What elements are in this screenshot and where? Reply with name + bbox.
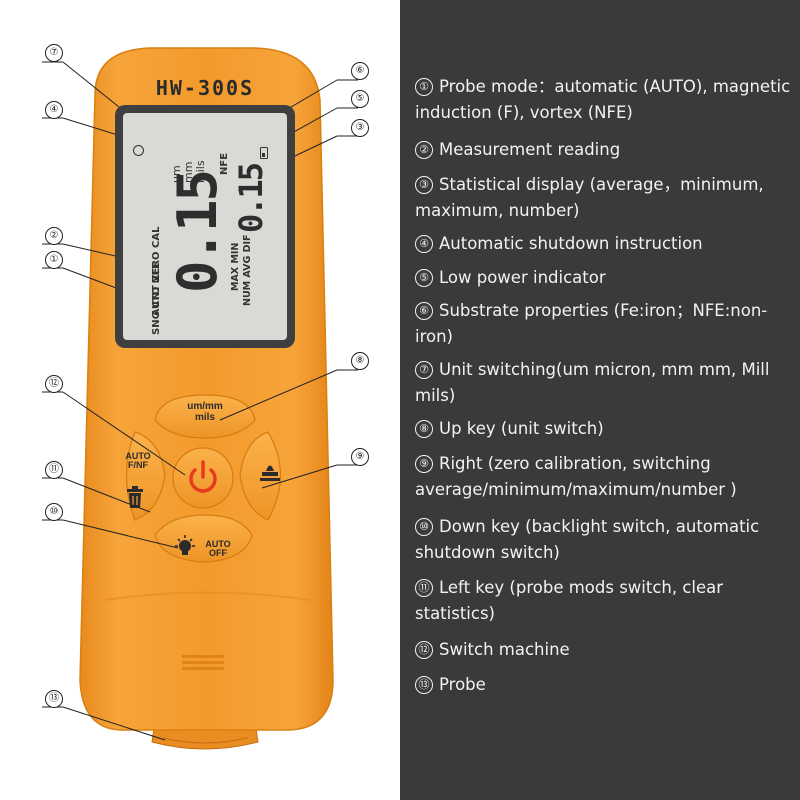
callout-11: ⑪ — [45, 461, 63, 479]
lcd-screen: SNG CNT ZERO CAL um mm mils NFE 0.15 0.1… — [115, 105, 295, 348]
callout-8: ⑧ — [351, 352, 369, 370]
auto-shutdown-icon — [133, 145, 144, 156]
trash-icon — [127, 486, 143, 508]
right-button — [239, 431, 282, 521]
callout-12: ⑫ — [45, 375, 63, 393]
model-label: HW-300S — [155, 76, 255, 100]
backlight-icon — [175, 535, 195, 555]
callout-4: ④ — [45, 101, 63, 119]
down-button — [154, 514, 253, 563]
callout-13: ⑬ — [45, 690, 63, 708]
up-button-label[interactable]: um/mm mils — [187, 401, 223, 423]
callout-5: ⑤ — [351, 90, 369, 108]
lcd-stats-line-2: NUM AVG DIF — [242, 234, 253, 306]
battery-icon — [260, 147, 268, 159]
device-illustration: HW-300S SNG CNT ZERO CAL um mm mils NFE … — [42, 44, 369, 750]
legend-panel — [400, 0, 800, 800]
zero-calibration-icon — [260, 465, 280, 481]
power-icon — [189, 468, 217, 493]
lcd-probe-modes: AUTO NFE — [151, 262, 162, 316]
callout-6: ⑥ — [351, 62, 369, 80]
up-button — [154, 394, 256, 439]
callout-1: ① — [45, 251, 63, 269]
callout-3: ③ — [351, 119, 369, 137]
lcd-secondary-reading: 0.15 — [232, 163, 270, 233]
lcd-stats-line-1: MAX MIN — [230, 242, 241, 291]
lcd-main-reading: 0.15 — [166, 170, 229, 293]
callout-7: ⑦ — [45, 44, 63, 62]
down-button-label[interactable]: AUTO OFF — [205, 539, 231, 559]
callout-9: ⑨ — [351, 448, 369, 466]
callout-2: ② — [45, 227, 63, 245]
left-button-label[interactable]: AUTO F/NF — [125, 451, 151, 471]
callout-10: ⑩ — [45, 503, 63, 521]
